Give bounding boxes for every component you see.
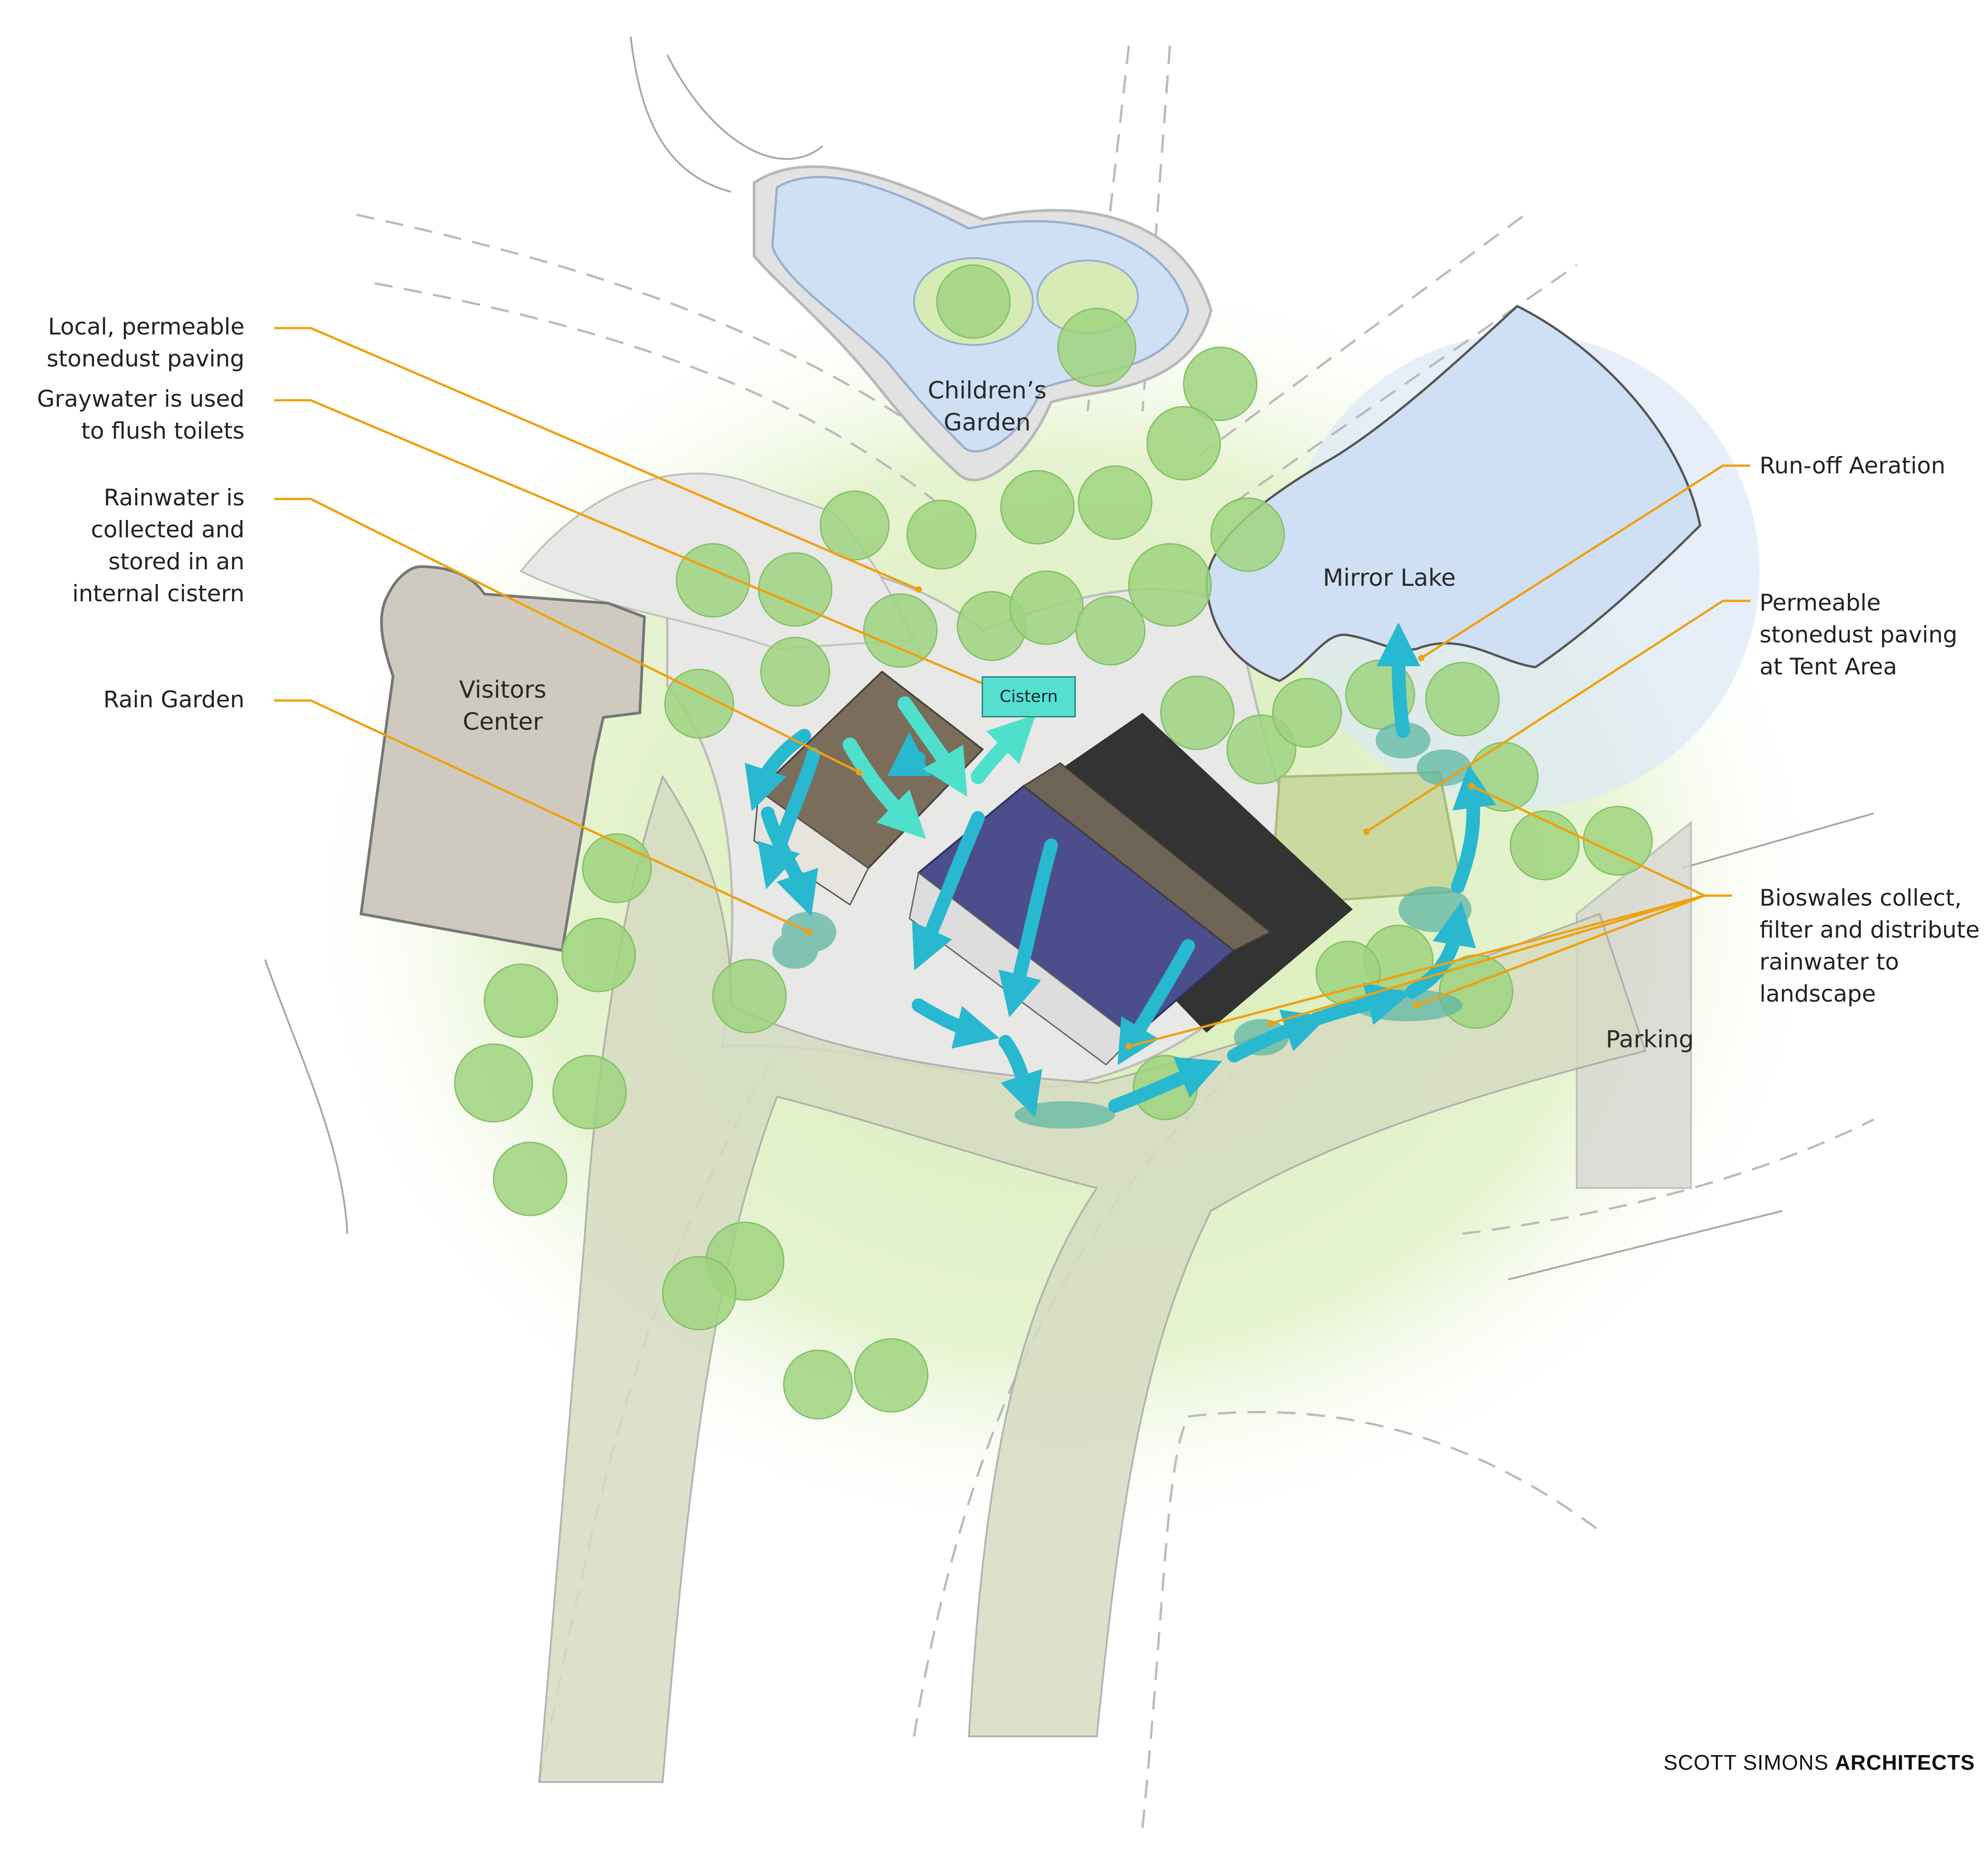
- label-childrens-garden: Children’s Garden: [928, 377, 1047, 436]
- cistern-arrow: [898, 696, 967, 797]
- tree-canopy: [906, 499, 977, 570]
- label-mirror-lake: Mirror Lake: [1323, 564, 1456, 592]
- firm-credit: SCOTT SIMONS ARCHITECTS: [1664, 1750, 1975, 1775]
- label-parking: Parking: [1605, 1026, 1694, 1053]
- solid-site-lines: [264, 36, 1874, 1280]
- tree-canopy: [1078, 465, 1153, 540]
- flow-arrow: [1309, 982, 1411, 1026]
- tree-canopy: [1000, 470, 1075, 545]
- leader-dot: [1126, 1043, 1132, 1050]
- flow-arrow: [1451, 764, 1496, 893]
- tree-canopy: [552, 1055, 627, 1130]
- leader-local-paving: [274, 327, 919, 591]
- tree-canopy: [561, 918, 636, 992]
- label-rainwater: Rainwater is collected and stored in an …: [72, 484, 245, 607]
- flow-arrow: [888, 732, 932, 776]
- leader-dot: [856, 769, 862, 775]
- tree-canopy: [1425, 662, 1500, 737]
- firm-suffix: ARCHITECTS: [1835, 1751, 1975, 1774]
- leader-bioswale-4: [1128, 894, 1732, 1048]
- flow-arrow: [1405, 901, 1476, 998]
- tree-canopy: [760, 637, 830, 707]
- tree-canopy: [854, 1338, 929, 1413]
- tree-canopy: [662, 1256, 737, 1331]
- cistern-box: Cistern: [982, 676, 1076, 717]
- tree-canopy: [1210, 497, 1285, 572]
- leader-dot: [915, 586, 922, 593]
- tree-canopy: [1183, 346, 1258, 421]
- leader-rain-garden: [274, 699, 810, 934]
- bioswale-patch: [772, 932, 818, 969]
- label-graywater: Graywater is used to flush toilets: [37, 386, 245, 444]
- tree-canopy: [819, 490, 890, 561]
- tree-canopy: [484, 963, 558, 1038]
- tree-canopy: [493, 1141, 568, 1216]
- flow-arrow: [744, 729, 811, 812]
- tree-canopy: [1128, 543, 1212, 627]
- label-bioswales: Bioswales collect, filter and distribute…: [1759, 885, 1980, 1007]
- tree-canopy: [664, 669, 734, 739]
- label-visitors-center: Visitors Center: [459, 676, 547, 736]
- tree-canopy: [1272, 678, 1342, 748]
- leader-dots: [806, 586, 1475, 1050]
- tree-canopy: [1075, 595, 1146, 666]
- tree-canopy: [582, 833, 652, 903]
- flow-arrow: [1227, 1009, 1328, 1062]
- leader-tent-paving: [1366, 600, 1750, 833]
- bioswale-patch: [1015, 1101, 1115, 1129]
- bioswale-patch: [1376, 722, 1430, 759]
- flow-arrow: [757, 747, 820, 889]
- leader-lines: [274, 327, 1750, 1048]
- parking-area: [1576, 820, 1692, 1189]
- leader-rainwater: [274, 498, 860, 774]
- leader-dot: [1267, 1020, 1274, 1027]
- flow-arrow: [999, 838, 1058, 1018]
- flow-arrow: [1117, 939, 1195, 1066]
- tree-canopy: [712, 959, 787, 1034]
- label-runoff-aeration: Run-off Aeration: [1759, 452, 1945, 479]
- label-rain-garden: Rain Garden: [103, 686, 245, 713]
- tree-canopy: [1160, 675, 1235, 750]
- firm-name: SCOTT SIMONS: [1664, 1751, 1829, 1774]
- tree-canopy: [863, 593, 938, 668]
- label-tent-paving: Permeable stonedust paving at Tent Area: [1759, 589, 1957, 680]
- leader-dot: [1468, 783, 1475, 789]
- flow-arrow: [912, 811, 985, 971]
- tree-canopy: [1146, 406, 1221, 481]
- tree-canopy: [1057, 308, 1137, 387]
- cistern-arrow: [843, 738, 926, 839]
- flow-arrow: [912, 998, 999, 1049]
- tree-canopy: [783, 1349, 853, 1420]
- flow-arrow: [999, 1035, 1042, 1118]
- tree-canopy: [1009, 570, 1084, 645]
- leader-graywater: [274, 399, 988, 687]
- tree-canopy: [936, 264, 1011, 339]
- leader-runoff: [1420, 464, 1750, 659]
- cistern-flow-arrows: [843, 696, 1036, 839]
- rainwater-flow-arrows: [744, 622, 1496, 1118]
- leader-dot: [1418, 655, 1425, 661]
- flow-arrow: [1377, 622, 1421, 738]
- leader-dot: [1414, 1002, 1420, 1008]
- tree-canopy: [454, 1043, 533, 1123]
- main-roof-ridge: [1022, 762, 1272, 951]
- tree-canopy: [1583, 806, 1653, 876]
- flow-arrow: [1108, 1057, 1223, 1113]
- leader-dot: [806, 929, 812, 935]
- label-local-paving: Local, permeable stonedust paving: [47, 313, 245, 372]
- leader-dot: [1363, 828, 1370, 835]
- cistern-arrow: [971, 714, 1036, 784]
- mirror-lake: [1205, 304, 1701, 682]
